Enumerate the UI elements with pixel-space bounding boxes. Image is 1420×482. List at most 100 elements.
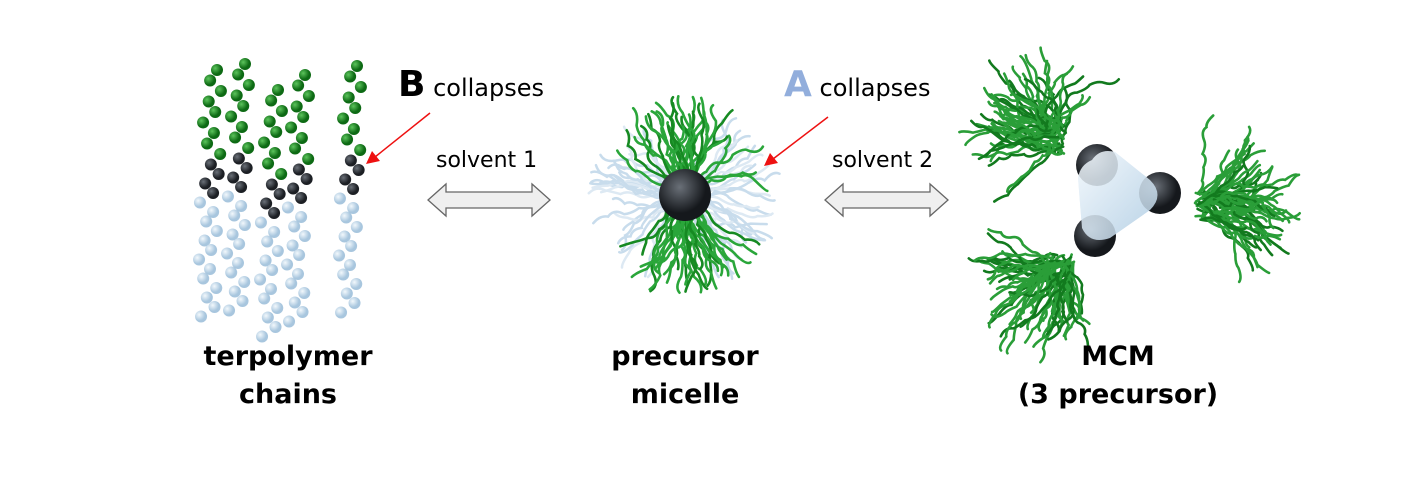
bead [337, 112, 350, 125]
polymer-chain [281, 69, 315, 328]
polymer-strand [1067, 280, 1090, 347]
polymer-chain [221, 58, 255, 317]
bead [200, 215, 213, 228]
bead [209, 106, 222, 118]
bead [347, 183, 360, 195]
bead [300, 173, 313, 185]
polymer-strand [977, 134, 1060, 161]
polymer-strand [985, 124, 1052, 157]
bead [287, 182, 300, 195]
bead [223, 304, 236, 317]
polymer-strand [1194, 182, 1269, 196]
polymer-chain [333, 60, 367, 319]
bead [286, 239, 299, 252]
solvent1-double-arrow [427, 182, 551, 218]
bead [347, 202, 360, 214]
bead [270, 126, 283, 138]
bead [207, 187, 220, 199]
bead [221, 190, 234, 203]
polymer-strand [1019, 270, 1071, 328]
polymer-strand [1051, 95, 1092, 152]
bead [221, 247, 234, 260]
bead [225, 266, 238, 279]
bead [202, 95, 215, 108]
bead [344, 154, 357, 167]
bead [242, 142, 255, 154]
bead [266, 264, 279, 276]
bead [302, 153, 315, 165]
bead [264, 283, 277, 295]
bead [235, 121, 248, 133]
bead [261, 235, 274, 248]
polymer-strand [987, 228, 1057, 266]
b-red-arrow [366, 112, 431, 164]
mcm-structure [958, 46, 1301, 364]
bead [292, 163, 305, 176]
bead [298, 287, 311, 299]
polymer-strand [990, 268, 1049, 314]
bead [226, 228, 239, 241]
bead [201, 137, 214, 150]
bead [271, 245, 284, 257]
polymer-strand [988, 264, 1047, 285]
bead [350, 278, 363, 290]
a-collapses-label: A collapses [784, 64, 930, 105]
bead [354, 144, 367, 156]
bead [268, 207, 281, 219]
a-letter: A [784, 64, 812, 105]
caption-line: chains [239, 379, 337, 410]
polymer-strand [993, 93, 1061, 137]
caption-line: terpolymer [203, 341, 373, 372]
bead [214, 85, 227, 97]
bead [193, 196, 206, 209]
bead [210, 282, 223, 294]
bead [269, 321, 282, 333]
bead [288, 296, 301, 309]
polymer-strand [1208, 217, 1282, 241]
bead [204, 74, 217, 87]
bead [238, 219, 251, 231]
bead [230, 89, 243, 102]
bead [210, 225, 223, 237]
bead [258, 136, 271, 149]
bead [212, 168, 225, 180]
bead [205, 244, 218, 256]
bead [268, 147, 281, 159]
collapsed-a-domain-overlay [1078, 151, 1158, 241]
bead [335, 306, 348, 319]
bead [207, 206, 220, 218]
bead [239, 58, 251, 70]
bead [302, 90, 315, 102]
caption-line: MCM [1081, 341, 1155, 372]
bead [214, 148, 227, 160]
polymer-strand [1202, 185, 1279, 200]
bead [342, 91, 355, 104]
polymer-chain [193, 64, 227, 323]
bead [297, 111, 310, 123]
bead [237, 100, 250, 112]
polymer-strand [1193, 200, 1265, 217]
bead [272, 84, 284, 96]
bead [265, 178, 278, 191]
polymer-strand [998, 272, 1048, 352]
terpolymer-chains [193, 58, 367, 343]
bead [296, 306, 309, 318]
precursor-micelle [587, 95, 781, 294]
bead [352, 164, 365, 176]
bead [347, 123, 360, 135]
polymer-strand [1220, 191, 1275, 230]
bead [207, 127, 220, 139]
b-letter: B [398, 64, 426, 105]
b-collapses-label: B collapses [398, 64, 544, 105]
polymer-strand [993, 145, 1065, 203]
bead [195, 310, 208, 323]
bead [343, 259, 356, 271]
caption-mcm: MCM (3 precursor) [988, 338, 1248, 414]
bead [289, 142, 302, 155]
bead [262, 157, 275, 170]
bead [271, 302, 284, 314]
a-collapses-text: collapses [819, 74, 931, 102]
polymer-strand [1221, 207, 1301, 221]
bead [275, 105, 288, 117]
bead [211, 64, 223, 76]
